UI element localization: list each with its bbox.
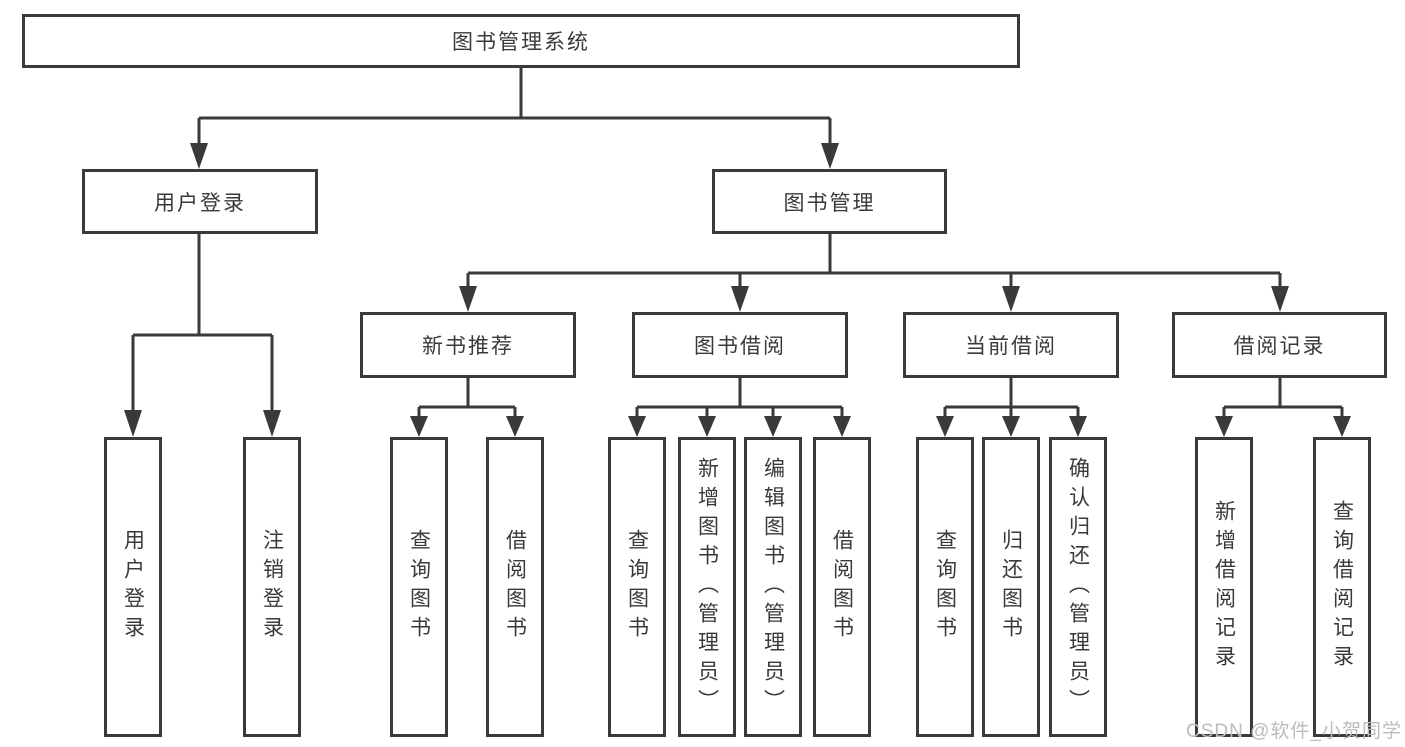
leaf-return-books-label: 归还图书 xyxy=(999,529,1023,645)
node-user-login: 用户登录 xyxy=(82,169,318,234)
leaf-query-books-2-label: 查询图书 xyxy=(625,529,649,645)
leaf-query-borrow-record-label: 查询借阅记录 xyxy=(1330,500,1354,674)
node-borrowing-records: 借阅记录 xyxy=(1172,312,1387,378)
leaf-logout-label: 注销登录 xyxy=(260,529,284,645)
node-current-borrowing: 当前借阅 xyxy=(903,312,1119,378)
leaf-edit-books-admin: 编辑图书（管理员） xyxy=(744,437,802,737)
leaf-borrow-books-1: 借阅图书 xyxy=(486,437,544,737)
node-new-book-recommend: 新书推荐 xyxy=(360,312,576,378)
leaf-add-borrow-record: 新增借阅记录 xyxy=(1195,437,1253,737)
leaf-logout: 注销登录 xyxy=(243,437,301,737)
leaf-return-books: 归还图书 xyxy=(982,437,1040,737)
csdn-watermark: CSDN @软件_小贺同学 xyxy=(1186,721,1402,742)
leaf-query-books-3: 查询图书 xyxy=(916,437,974,737)
leaf-add-books-admin: 新增图书（管理员） xyxy=(678,437,736,737)
leaf-confirm-return-admin-label: 确认归还（管理员） xyxy=(1066,456,1090,718)
leaf-query-books-3-label: 查询图书 xyxy=(933,529,957,645)
leaf-borrow-books-1-label: 借阅图书 xyxy=(503,529,527,645)
leaf-add-borrow-record-label: 新增借阅记录 xyxy=(1212,500,1236,674)
leaf-user-login-label: 用户登录 xyxy=(121,529,145,645)
leaf-confirm-return-admin: 确认归还（管理员） xyxy=(1049,437,1107,737)
leaf-user-login: 用户登录 xyxy=(104,437,162,737)
leaf-query-borrow-record: 查询借阅记录 xyxy=(1313,437,1371,737)
leaf-add-books-admin-label: 新增图书（管理员） xyxy=(695,456,719,718)
leaf-borrow-books-2: 借阅图书 xyxy=(813,437,871,737)
leaf-query-books-1: 查询图书 xyxy=(390,437,448,737)
arrowheads xyxy=(124,143,1351,437)
node-root: 图书管理系统 xyxy=(22,14,1020,68)
leaf-query-books-1-label: 查询图书 xyxy=(407,529,431,645)
leaf-edit-books-admin-label: 编辑图书（管理员） xyxy=(761,456,785,718)
leaf-query-books-2: 查询图书 xyxy=(608,437,666,737)
node-book-management: 图书管理 xyxy=(712,169,947,234)
node-book-borrowing: 图书借阅 xyxy=(632,312,848,378)
leaf-borrow-books-2-label: 借阅图书 xyxy=(830,529,854,645)
